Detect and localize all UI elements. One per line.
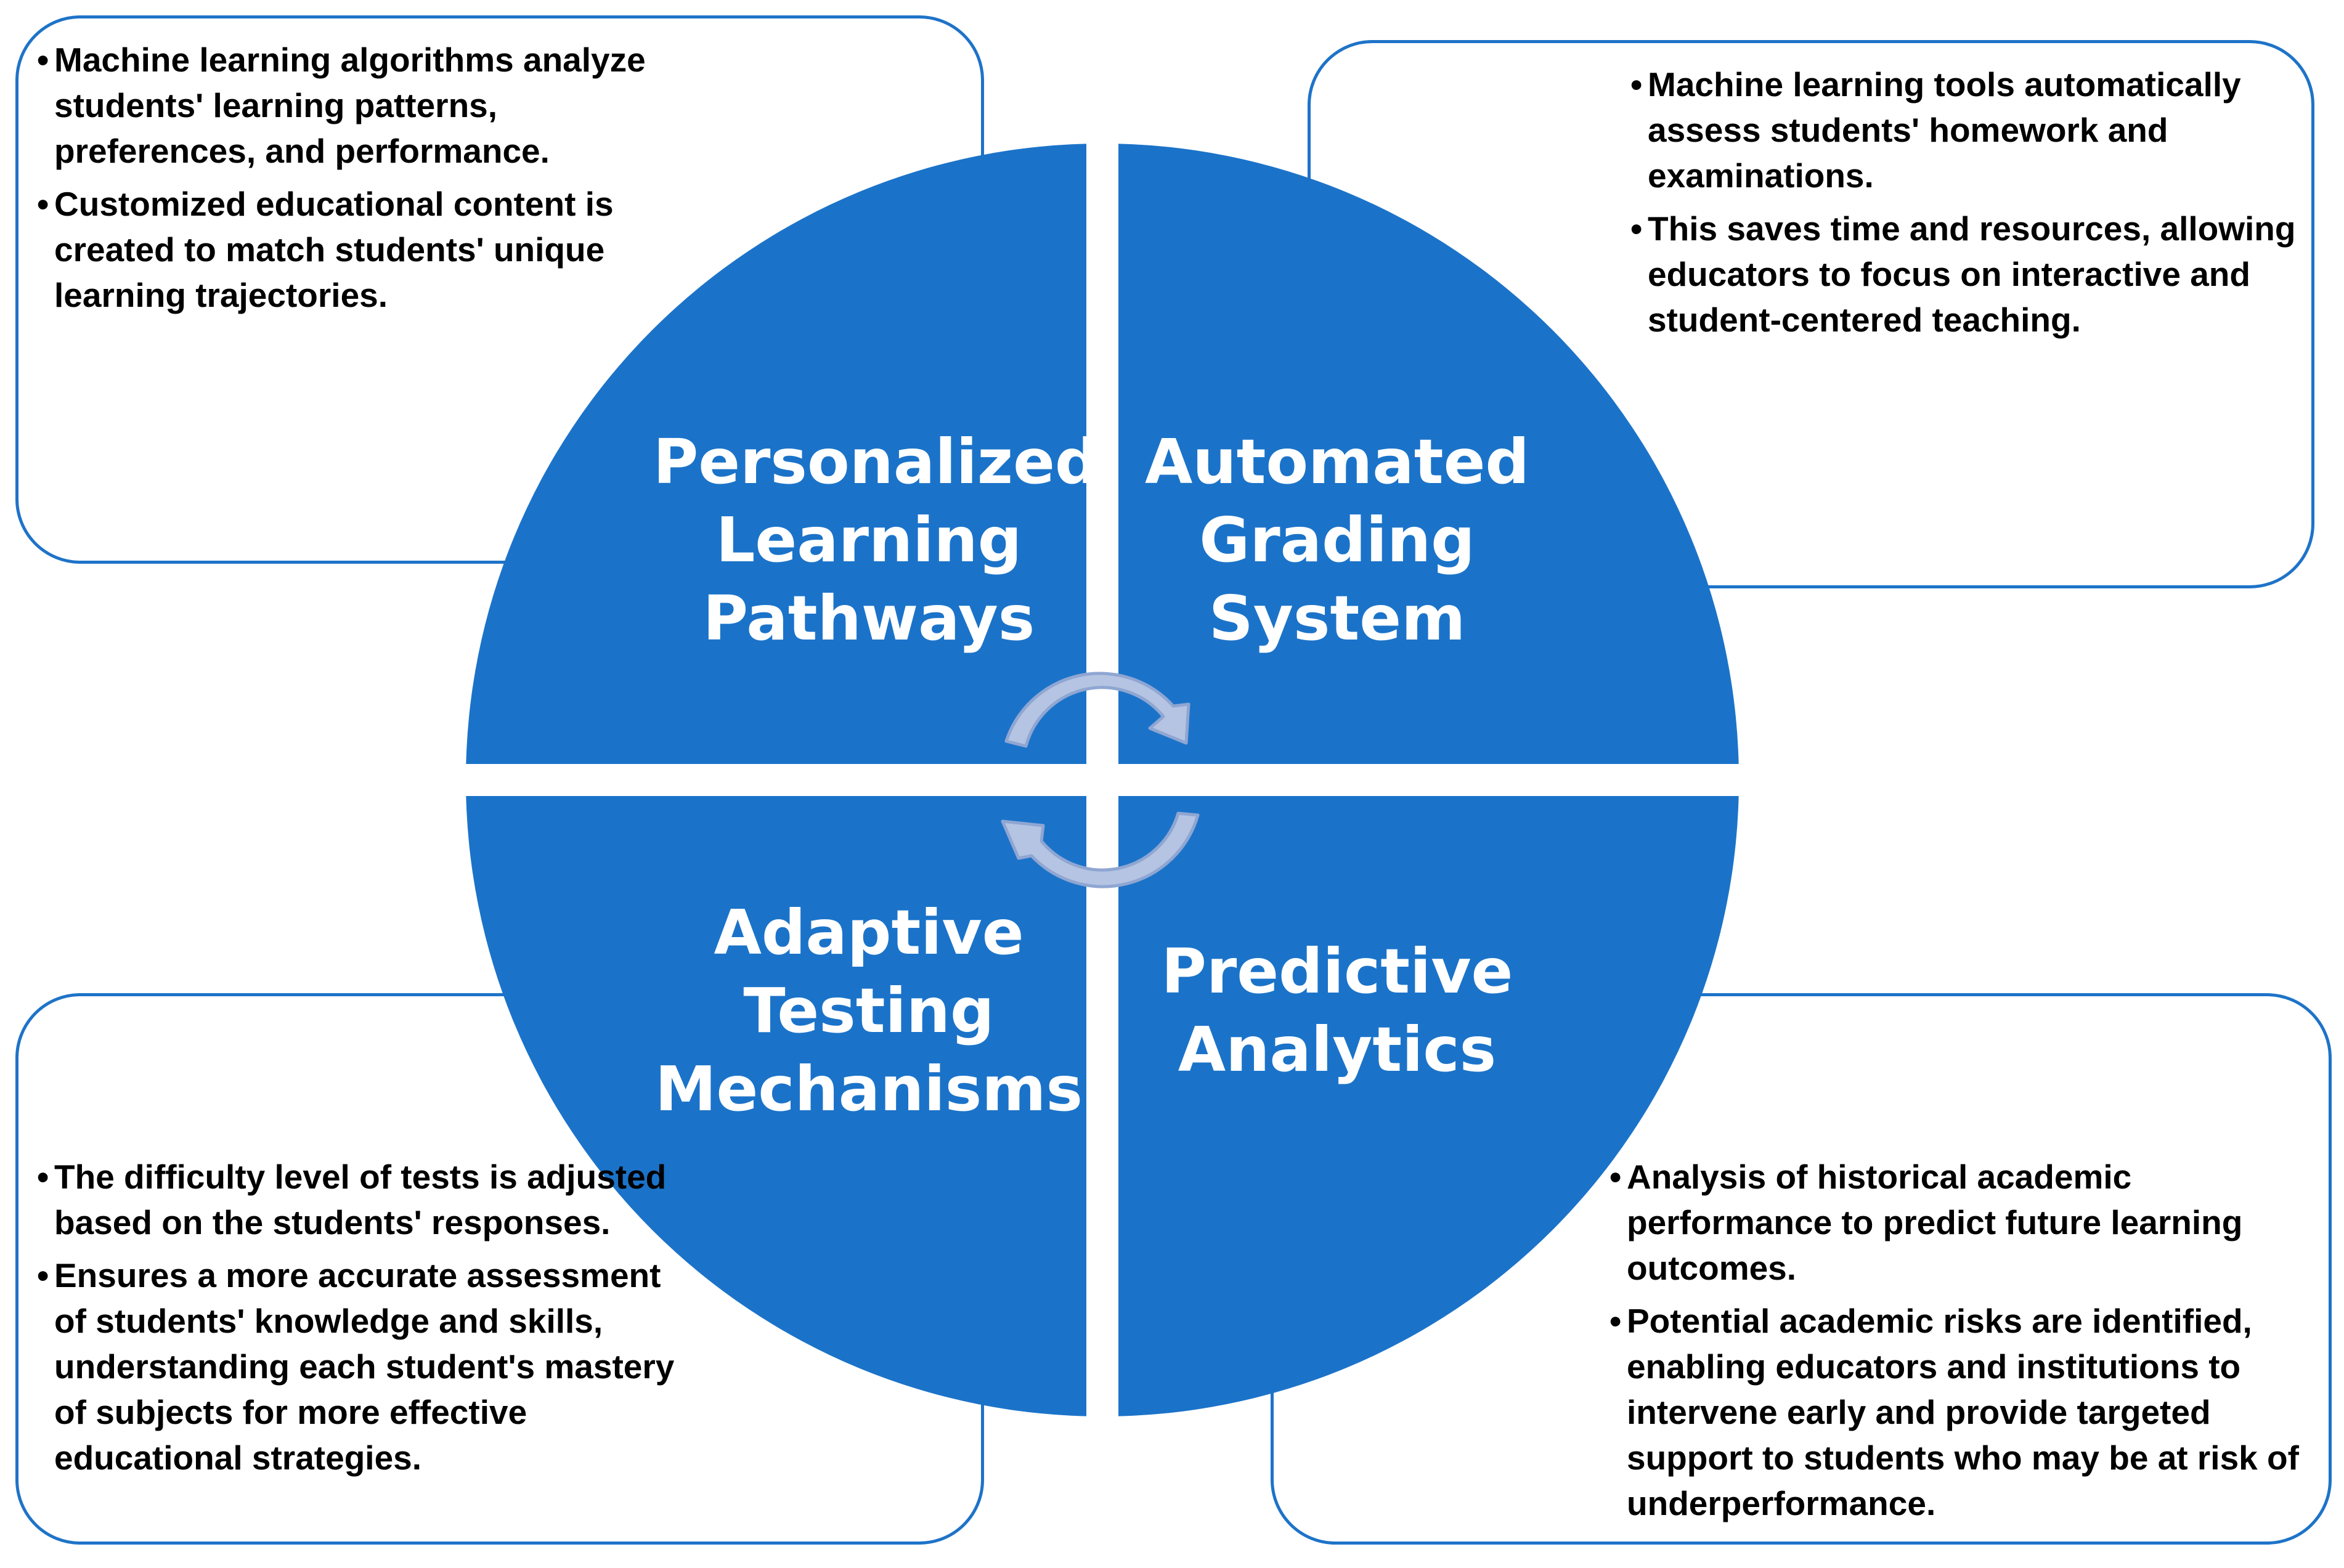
bullet-item: •Ensures a more accurate assessment of s… bbox=[37, 1253, 690, 1481]
bullet-text: Machine learning algorithms analyze stud… bbox=[54, 41, 646, 170]
bullet-item: •Machine learning tools automatically as… bbox=[1630, 62, 2302, 198]
quadrant-adaptive-testing bbox=[466, 796, 1086, 1416]
bullet-list-adaptive-testing: •The difficulty level of tests is adjust… bbox=[37, 1154, 690, 1488]
bullet-item: •Machine learning algorithms analyze stu… bbox=[37, 37, 684, 174]
quadrant-title-personalized-learning: Personalized Learning Pathways bbox=[653, 426, 1099, 654]
quadrant-automated-grading bbox=[1118, 144, 1739, 764]
bullet-text: Machine learning tools automatically ass… bbox=[1648, 65, 2241, 195]
quadrant-personalized-learning bbox=[466, 144, 1086, 764]
circular-arrows-icon bbox=[1001, 672, 1200, 888]
quadrant-title-automated-grading: Automated Grading System bbox=[1145, 426, 1529, 654]
bullet-dot: • bbox=[37, 1158, 49, 1196]
clockwise-arrow-bottom-icon bbox=[1001, 811, 1200, 888]
bullet-dot: • bbox=[37, 1256, 49, 1294]
bullet-dot: • bbox=[1630, 65, 1643, 104]
bullet-dot: • bbox=[37, 41, 49, 79]
bullet-text: Analysis of historical academic performa… bbox=[1627, 1158, 2243, 1287]
bullet-list-predictive-analytics: •Analysis of historical academic perform… bbox=[1609, 1154, 2318, 1533]
bullet-item: •Customized educational content is creat… bbox=[37, 181, 684, 318]
quadrant-predictive-analytics bbox=[1118, 796, 1739, 1416]
bullet-item: •Analysis of historical academic perform… bbox=[1609, 1154, 2318, 1291]
bullet-text: Ensures a more accurate assessment of st… bbox=[54, 1256, 675, 1477]
bullet-dot: • bbox=[1630, 209, 1643, 248]
quadrant-title-adaptive-testing: Adaptive Testing Mechanisms bbox=[655, 896, 1083, 1125]
clockwise-arrow-top-icon bbox=[1004, 672, 1190, 748]
bullet-text: This saves time and resources, allowing … bbox=[1648, 209, 2296, 339]
bullet-text: The difficulty level of tests is adjuste… bbox=[54, 1158, 667, 1241]
bullet-item: •The difficulty level of tests is adjust… bbox=[37, 1154, 690, 1245]
bullet-dot: • bbox=[1609, 1158, 1622, 1196]
bullet-dot: • bbox=[1609, 1302, 1622, 1340]
bullet-list-personalized-learning: •Machine learning algorithms analyze stu… bbox=[37, 37, 684, 325]
bullet-text: Customized educational content is create… bbox=[54, 185, 614, 314]
bullet-item: •Potential academic risks are identified… bbox=[1609, 1298, 2318, 1526]
bullet-dot: • bbox=[37, 185, 49, 223]
bullet-item: •This saves time and resources, allowing… bbox=[1630, 206, 2302, 343]
bullet-list-automated-grading: •Machine learning tools automatically as… bbox=[1630, 62, 2302, 350]
bullet-text: Potential academic risks are identified,… bbox=[1627, 1302, 2299, 1522]
quadrant-title-predictive-analytics: Predictive Analytics bbox=[1161, 935, 1513, 1086]
